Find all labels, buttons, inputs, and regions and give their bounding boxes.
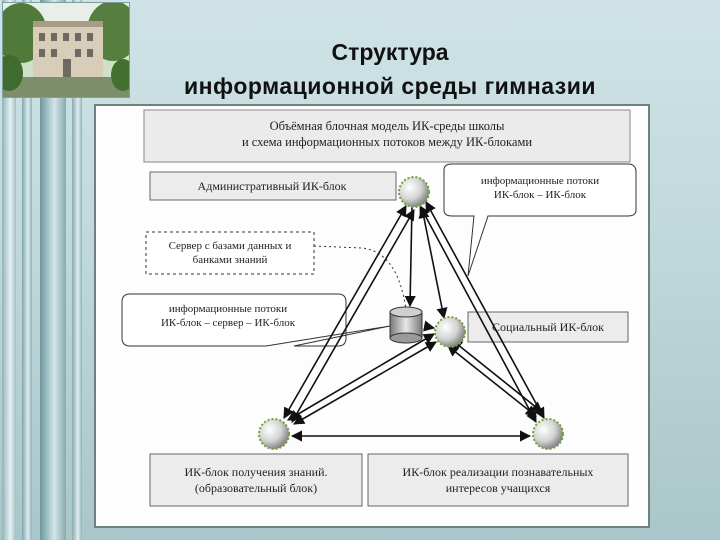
interests-block-line1: ИК-блок реализации познавательных (403, 465, 594, 479)
knowledge-block-line1: ИК-блок получения знаний. (184, 465, 327, 479)
server-label-line1: Сервер с базами данных и (169, 240, 292, 252)
diagram-header-line1: Объёмная блочная модель ИК-среды школы (270, 119, 505, 133)
diagram-header-line2: и схема информационных потоков между ИК-… (242, 135, 532, 149)
info-flow-diagram: Объёмная блочная модель ИК-среды школы и… (121, 109, 637, 507)
decorative-bar (2, 0, 16, 540)
admin-block-box (149, 171, 397, 201)
diagram-panel: Объёмная блочная модель ИК-среды школы и… (94, 104, 650, 528)
interests-block-box (367, 453, 629, 507)
node-knowledge (258, 418, 290, 450)
callout-top-line2: ИК-блок – ИК-блок (494, 189, 587, 201)
page-title-line1: Структура (331, 39, 449, 65)
decorative-bar (72, 0, 82, 540)
node-admin (398, 176, 430, 208)
knowledge-block-box (149, 453, 363, 507)
callout-middle-line1: информационные потоки (169, 303, 287, 315)
interests-block-line2: интересов учащихся (446, 481, 551, 495)
node-social (434, 316, 466, 348)
server-label-line2: банками знаний (193, 254, 268, 266)
callout-top-line1: информационные потоки (481, 175, 599, 187)
admin-block-label: Административный ИК-блок (198, 179, 347, 193)
server-box (145, 231, 315, 275)
node-interests (532, 418, 564, 450)
knowledge-block-line2: (образовательный блок) (195, 481, 317, 495)
diagram-header-box (143, 109, 631, 163)
server-database-icon (389, 306, 423, 344)
callout-middle-line2: ИК-блок – сервер – ИК-блок (161, 317, 296, 329)
school-building-photo (2, 2, 130, 98)
page-title-line2: информационной среды гимназии (183, 73, 596, 99)
social-block-label: Социальный ИК-блок (492, 320, 604, 334)
decorative-bar (22, 0, 32, 540)
